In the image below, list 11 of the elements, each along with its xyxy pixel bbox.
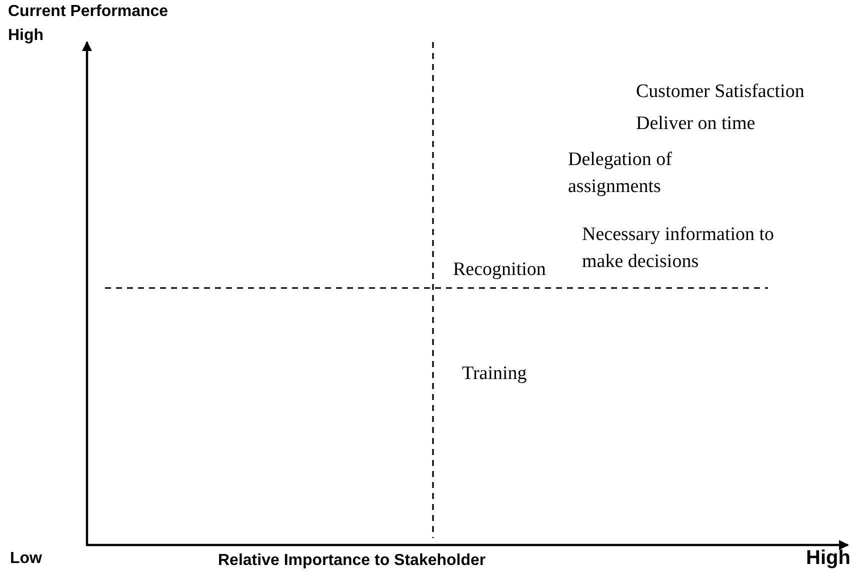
item-label: Training (462, 362, 527, 386)
axis-title: Current Performance (8, 3, 168, 21)
item-label: Customer Satisfaction (636, 80, 804, 104)
axis-title: Relative Importance to Stakeholder (218, 552, 486, 570)
axis-label: High (8, 27, 44, 45)
axis-label: Low (10, 550, 42, 568)
item-label: Recognition (453, 258, 546, 282)
item-label: Deliver on time (636, 112, 756, 136)
item-label: Necessary information to make decisions (582, 223, 776, 274)
axis-label: High (806, 547, 850, 570)
item-label: Delegation of assignments (568, 148, 673, 199)
